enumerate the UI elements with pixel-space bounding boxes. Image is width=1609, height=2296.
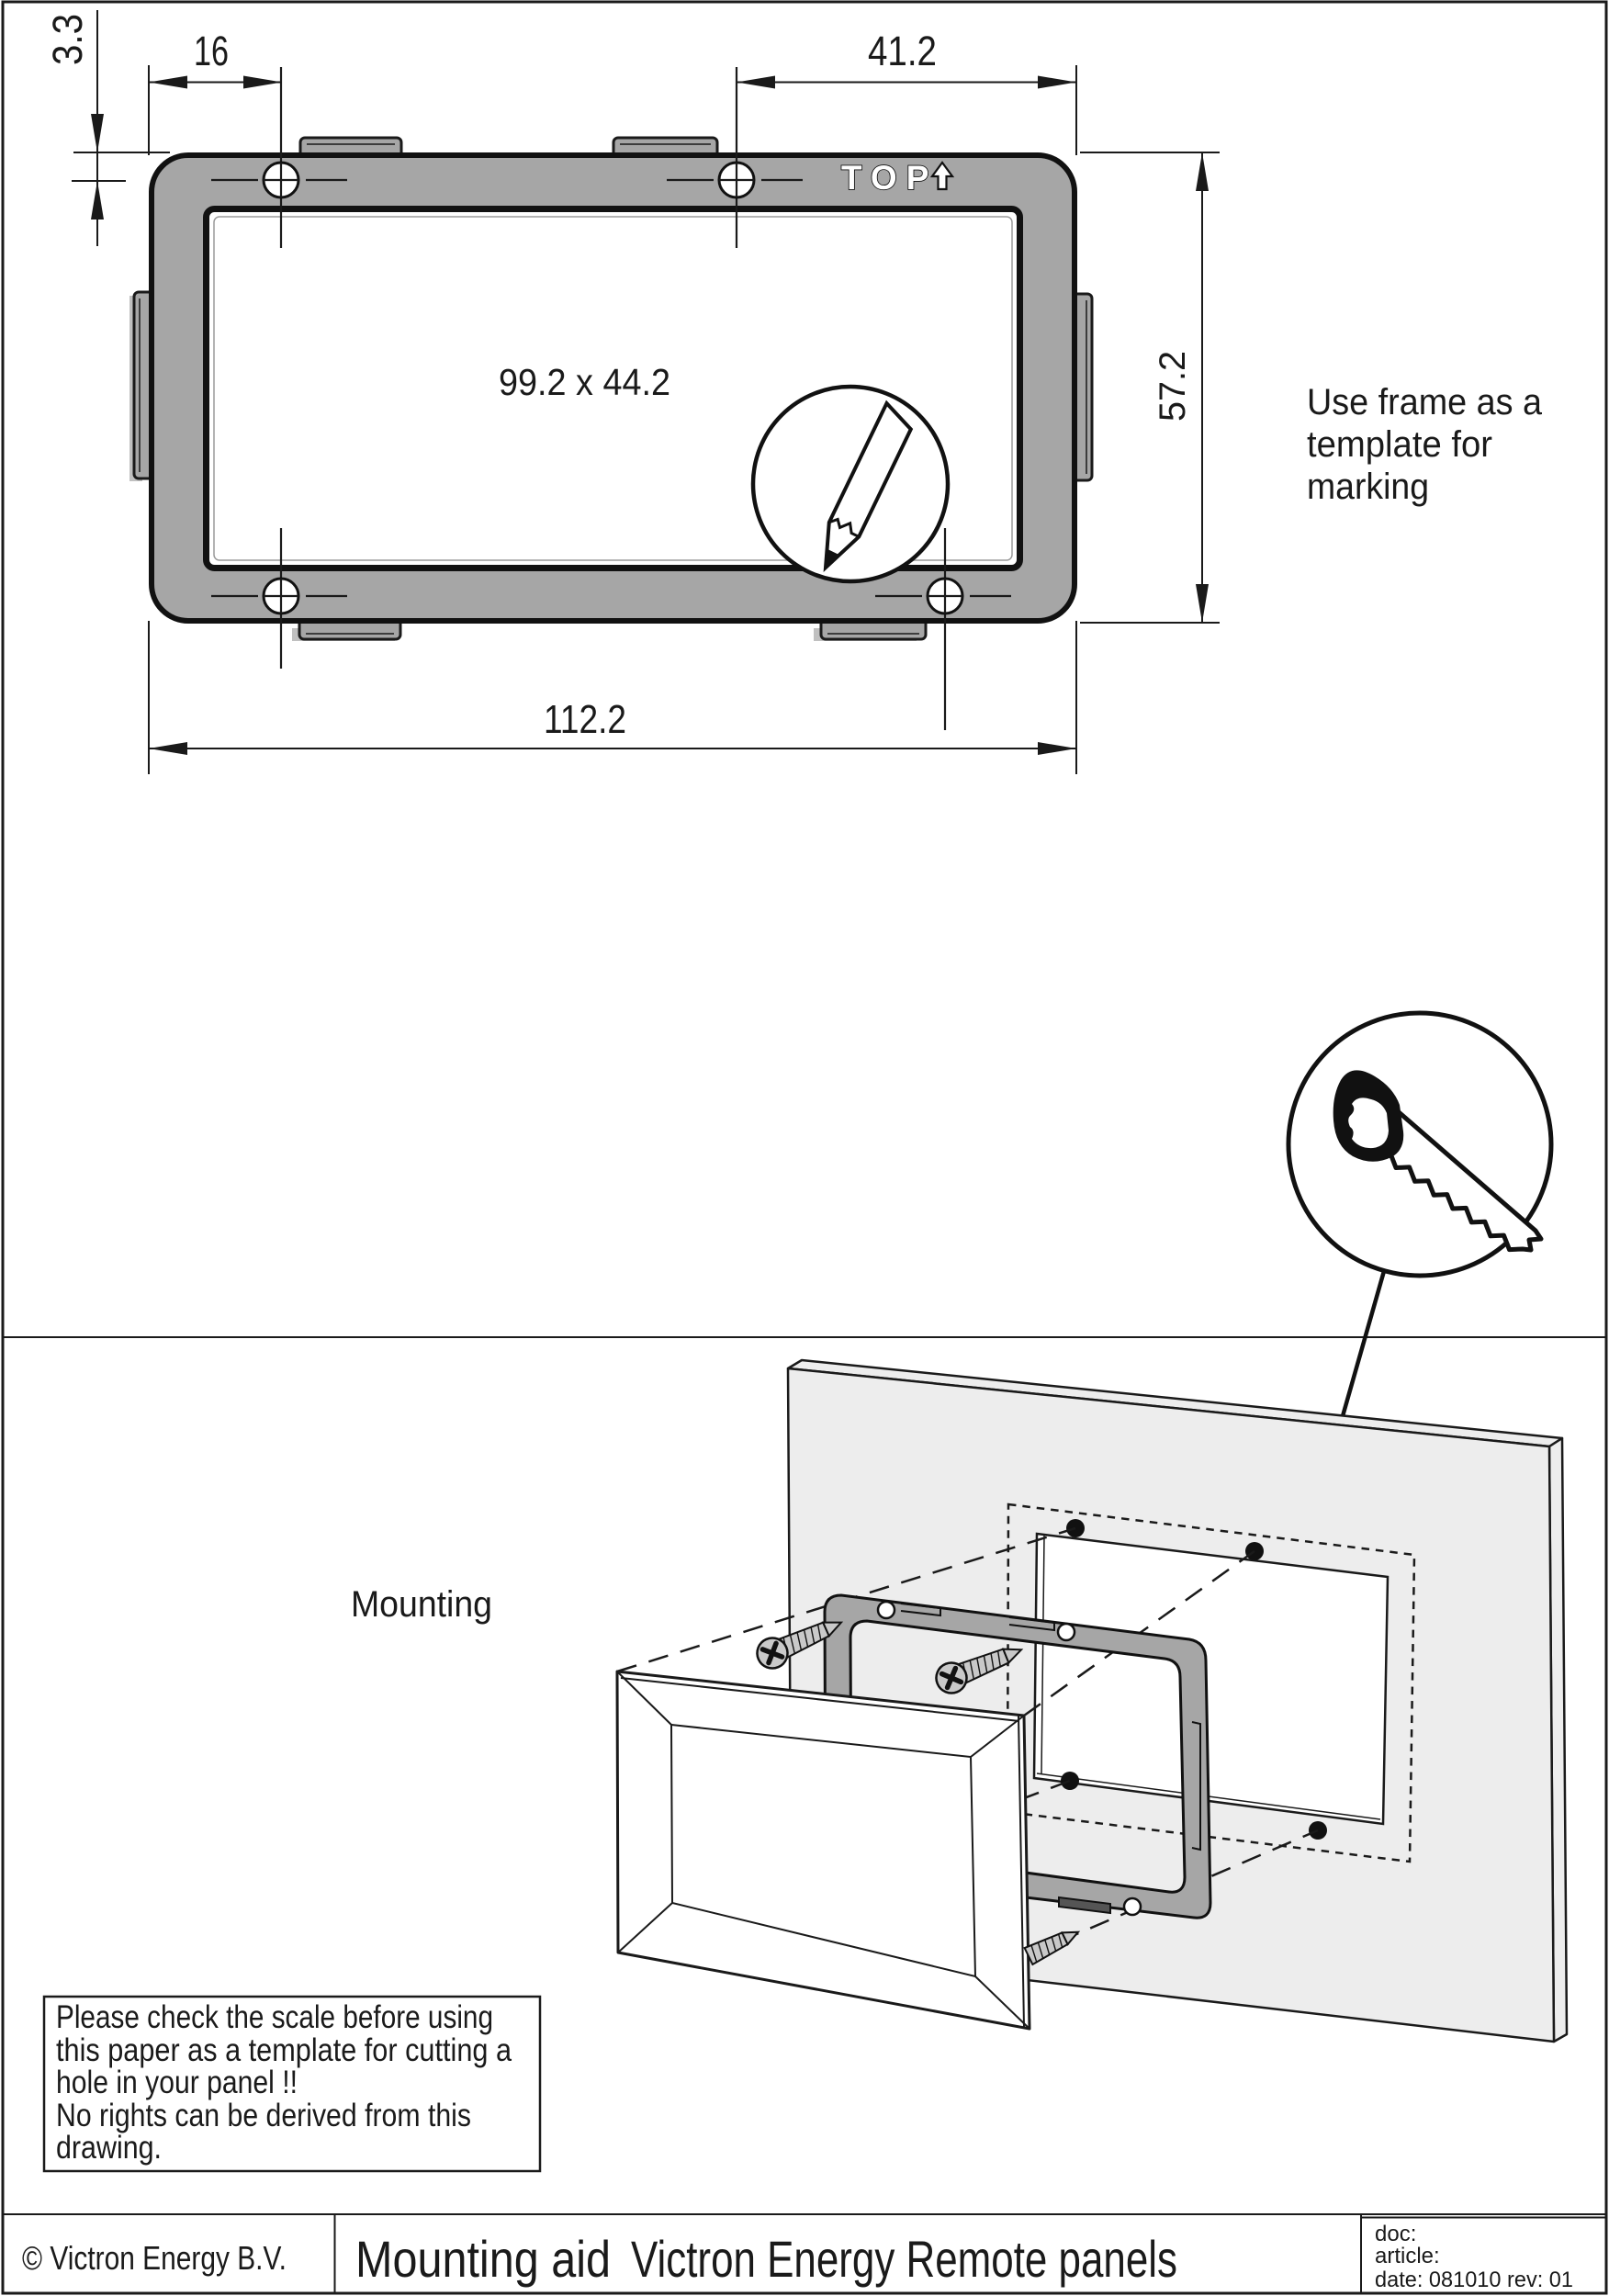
svg-text:3.3: 3.3 (44, 14, 91, 65)
svg-text:41.2: 41.2 (868, 28, 937, 74)
svg-text:16: 16 (194, 28, 229, 74)
svg-text:hole in your panel !!: hole in your panel !! (56, 2065, 298, 2100)
svg-text:No rights can be derived from: No rights can be derived from this (56, 2098, 471, 2133)
svg-text:marking: marking (1307, 467, 1429, 507)
svg-text:Victron Energy Remote panels: Victron Energy Remote panels (631, 2230, 1177, 2288)
svg-text:TOP: TOP (841, 159, 938, 197)
svg-text:57.2: 57.2 (1153, 351, 1193, 422)
svg-text:article:: article: (1375, 2244, 1440, 2268)
svg-text:Mounting: Mounting (351, 1584, 492, 1625)
svg-text:template for: template for (1307, 424, 1492, 465)
svg-text:doc:: doc: (1375, 2222, 1416, 2246)
svg-text:© Victron Energy B.V.: © Victron Energy B.V. (22, 2239, 287, 2277)
svg-text:drawing.: drawing. (56, 2130, 162, 2166)
svg-text:99.2 x 44.2: 99.2 x 44.2 (499, 361, 670, 403)
svg-text:Use frame as a: Use frame as a (1307, 382, 1543, 422)
svg-text:112.2: 112.2 (544, 697, 626, 742)
svg-text:this paper as a template for c: this paper as a template for cutting a (56, 2032, 512, 2068)
svg-text:date: 081010 rev: 01: date: 081010 rev: 01 (1375, 2268, 1573, 2292)
svg-text:Mounting aid: Mounting aid (355, 2230, 611, 2288)
svg-text:Please check the scale before: Please check the scale before using (56, 1999, 493, 2035)
